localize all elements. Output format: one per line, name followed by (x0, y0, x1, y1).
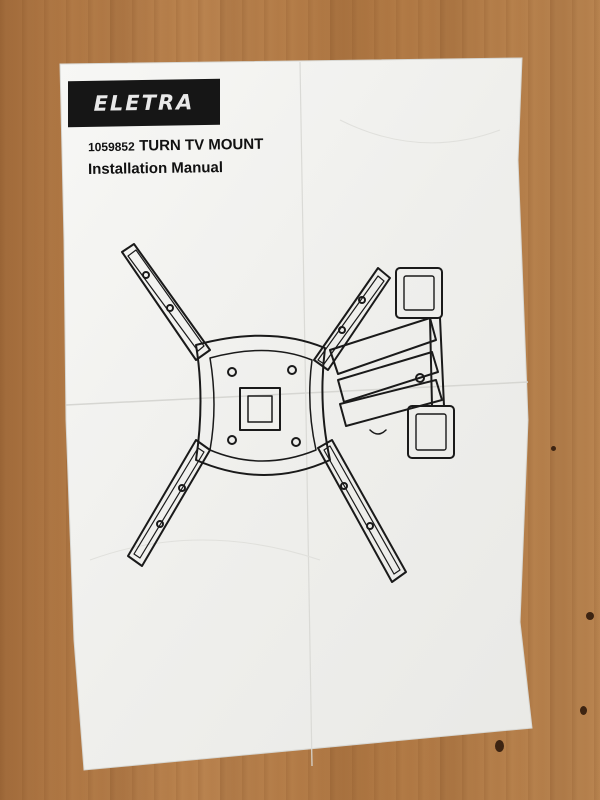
mount-arm-upper-left (121, 243, 211, 361)
wood-knot (586, 612, 594, 620)
wall-plate (395, 267, 455, 459)
swing-arm (329, 317, 443, 435)
wrinkle (339, 119, 501, 144)
wood-knot (580, 706, 587, 715)
mount-arm-lower-right (317, 439, 407, 583)
wood-knot (551, 446, 556, 451)
wood-knot (495, 740, 504, 752)
wrinkle (89, 539, 321, 561)
mount-plate-inner (209, 349, 317, 462)
brand-logo: ELETRA (68, 78, 220, 128)
product-name: TURN TV MOUNT (139, 135, 264, 155)
center-bracket (239, 387, 281, 431)
product-title: 1059852 TURN TV MOUNT (88, 136, 264, 156)
tv-mount-illustration (121, 243, 455, 583)
paper (59, 57, 533, 771)
mount-arm-lower-left (127, 439, 211, 567)
model-number: 1059852 (87, 139, 135, 155)
fold-crease (65, 381, 529, 406)
fold-crease (299, 61, 313, 767)
manual-subtitle: Installation Manual (87, 159, 224, 178)
mount-arm-upper-right (313, 267, 391, 371)
brand-logo-text: ELETRA (93, 90, 195, 116)
